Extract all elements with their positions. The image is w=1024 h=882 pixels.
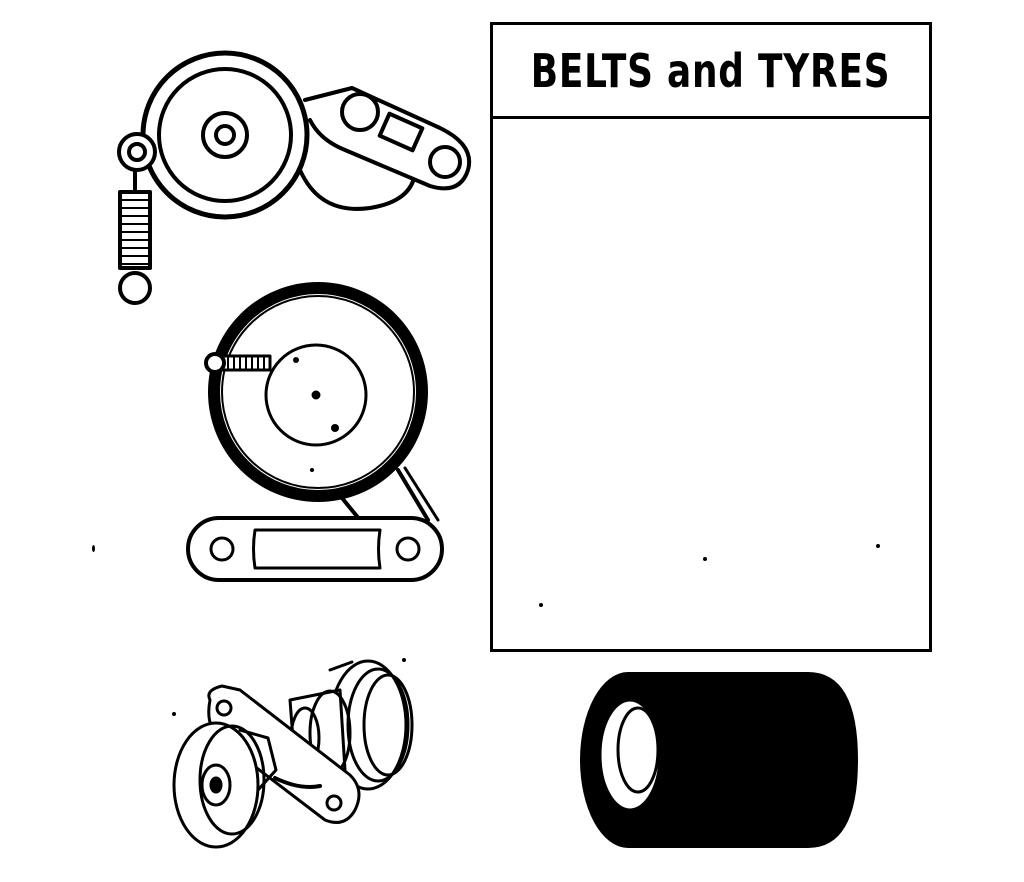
panel-title: BELTS and TYRES bbox=[531, 43, 891, 98]
print-speck bbox=[310, 468, 314, 472]
tension-arm-pulley-icon bbox=[117, 50, 472, 305]
print-speck bbox=[172, 712, 176, 716]
print-speck bbox=[876, 544, 880, 548]
rubber-tyre-icon bbox=[580, 672, 858, 848]
panel-body bbox=[493, 119, 929, 649]
print-speck bbox=[703, 557, 707, 561]
panel-header: BELTS and TYRES bbox=[493, 25, 929, 119]
print-speck bbox=[92, 545, 95, 552]
motor-pulley-assembly-icon bbox=[172, 659, 414, 849]
print-speck bbox=[539, 603, 543, 607]
print-speck bbox=[402, 658, 406, 662]
belts-and-tyres-panel: BELTS and TYRES bbox=[490, 22, 932, 652]
belt-drive-wheel-icon bbox=[186, 282, 444, 582]
